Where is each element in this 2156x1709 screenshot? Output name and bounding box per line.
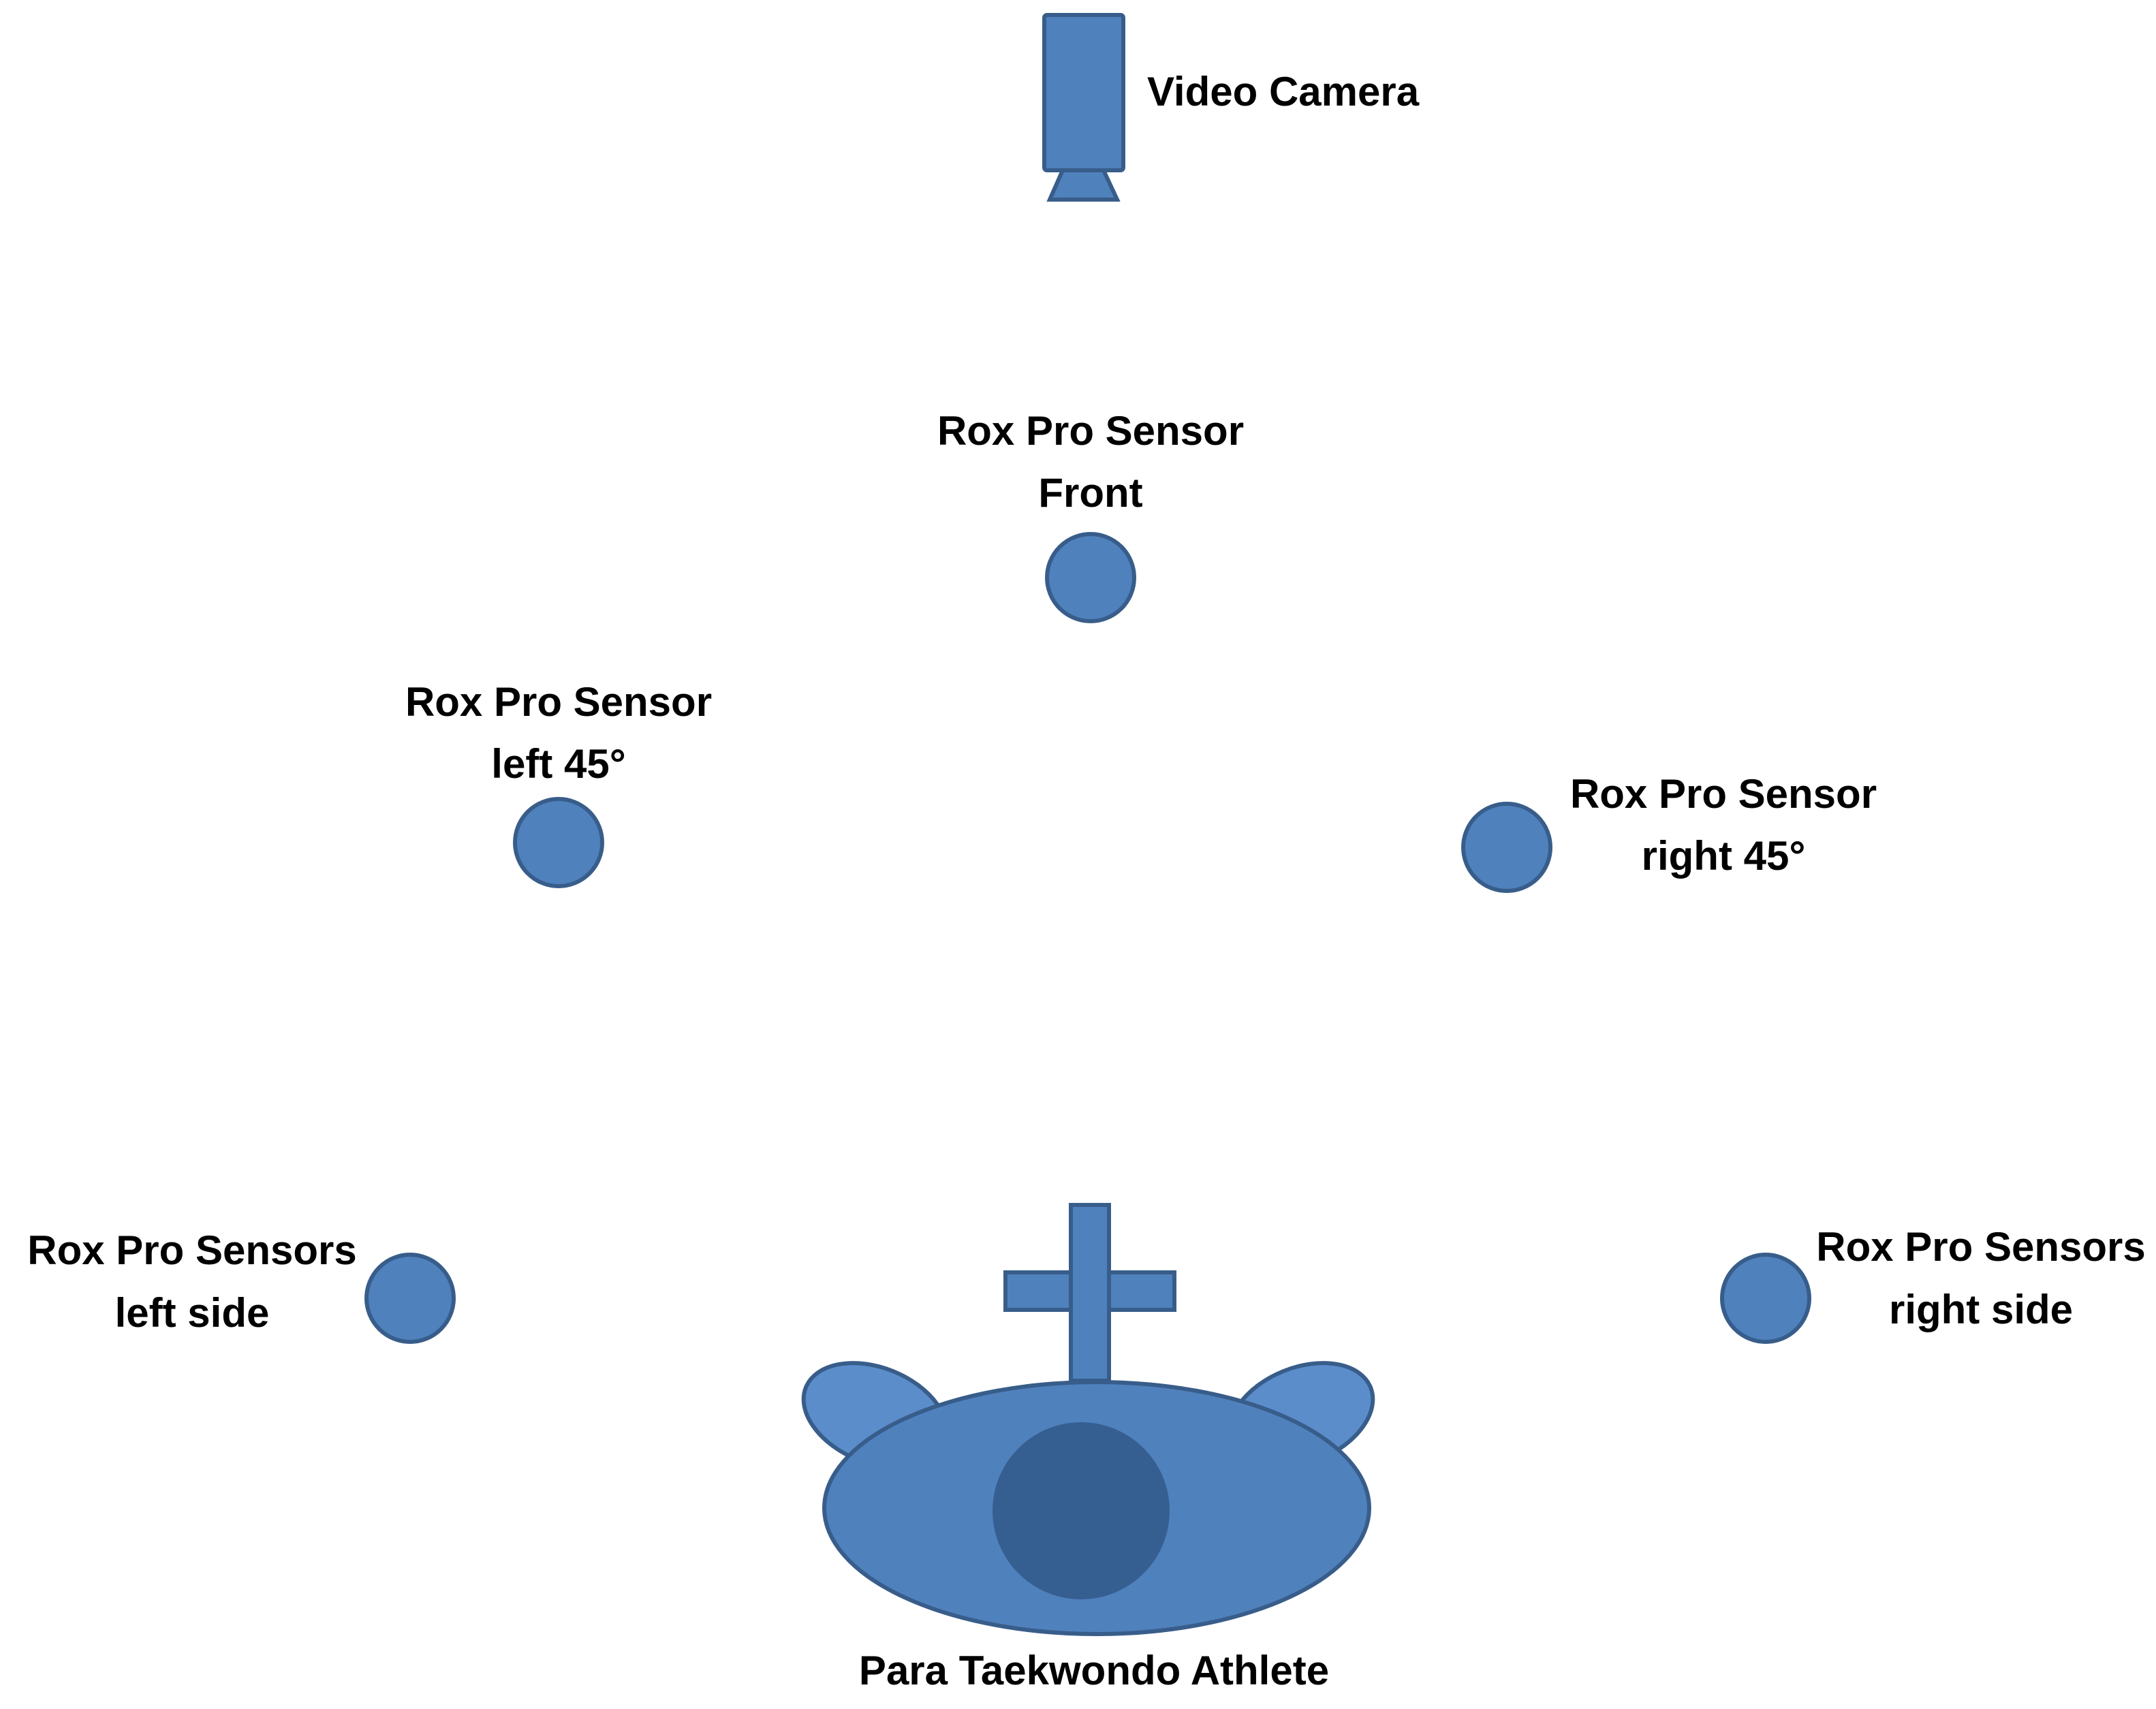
sensor-front-marker xyxy=(1045,532,1136,623)
athlete-figure xyxy=(801,1203,1375,1636)
athlete-label: Para Taekwondo Athlete xyxy=(859,1648,1329,1693)
sensor-leftside-marker xyxy=(364,1253,456,1344)
sensor-left45-marker xyxy=(513,797,604,888)
sensor-right45-label-line2: right 45° xyxy=(1642,833,1806,879)
sensor-front-label-line2: Front xyxy=(1038,470,1142,516)
camera-label: Video Camera xyxy=(1147,69,1420,114)
sensor-left45-label-line1: Rox Pro Sensor xyxy=(405,679,712,725)
sensor-front-label-line1: Rox Pro Sensor xyxy=(937,408,1244,454)
sensor-rightside-label-line2: right side xyxy=(1889,1287,2073,1332)
sensor-right45-label-line1: Rox Pro Sensor xyxy=(1570,771,1877,817)
sensor-rightside-label-line1: Rox Pro Sensors xyxy=(1816,1224,2146,1270)
sensor-rightside-marker xyxy=(1720,1253,1811,1344)
sensor-leftside-label-line2: left side xyxy=(115,1290,270,1336)
sensor-left45-label-line2: left 45° xyxy=(491,741,625,787)
video-camera-icon xyxy=(1042,13,1125,202)
sensor-leftside-label-line1: Rox Pro Sensors xyxy=(27,1227,357,1273)
athlete-head xyxy=(993,1422,1170,1599)
sensor-right45-marker xyxy=(1461,802,1552,893)
direction-cross-icon xyxy=(1003,1203,1176,1383)
